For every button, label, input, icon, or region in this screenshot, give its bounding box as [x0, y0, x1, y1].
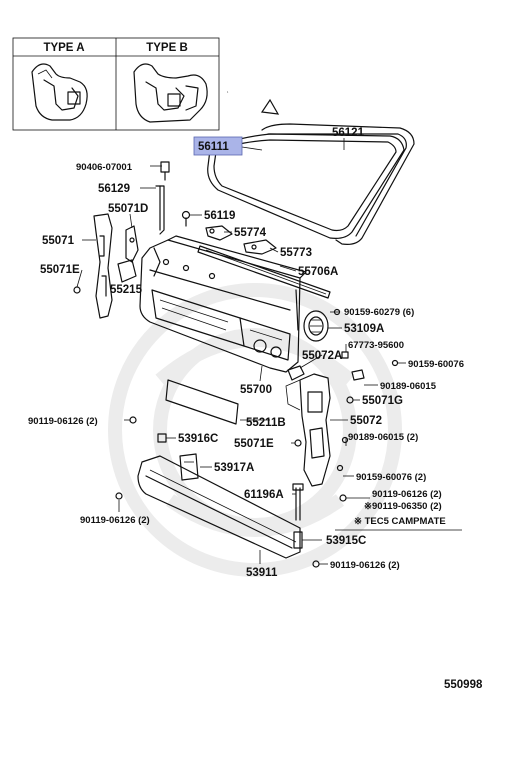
grille-53109A [303, 310, 329, 342]
label-56119: 56119 [204, 210, 235, 222]
bracket-53917A [179, 453, 199, 481]
plate-55211B [165, 379, 239, 425]
label-55211B: 55211B [246, 417, 286, 429]
label-90119-06350: ※90119-06350 (2) [364, 501, 442, 512]
label-53916C: 53916C [178, 433, 218, 445]
label-tec5-campmate: ※ TEC5 CAMPMATE [354, 516, 446, 527]
label-55071D: 55071D [108, 203, 148, 215]
leader-lines [76, 138, 462, 565]
bracket-55773 [243, 239, 277, 255]
trim-55072 [285, 373, 331, 487]
label-56129: 56129 [98, 183, 130, 195]
label-90119-06126-bottom: 90119-06126 (2) [330, 560, 400, 571]
clip-90406 [160, 161, 170, 181]
label-55071G: 55071G [362, 395, 403, 407]
bolt-90119-06126-left [129, 416, 137, 424]
label-90119-06126-bottom-left: 90119-06126 (2) [80, 515, 150, 526]
type-a-header: TYPE A [43, 42, 84, 54]
bumper-53911 [137, 455, 301, 559]
clip-90189-06015-2 [341, 436, 349, 444]
bracket-55774 [205, 225, 233, 241]
rod-61196A [292, 483, 304, 521]
label-90189-06015-2: 90189-06015 (2) [348, 432, 418, 443]
label-90119-06126-left: 90119-06126 (2) [28, 416, 98, 427]
seal-strip-55706A [197, 245, 331, 299]
rod-56129 [155, 185, 165, 235]
label-55071E-middle: 55071E [234, 438, 274, 450]
label-53915C: 53915C [326, 535, 366, 547]
label-67773-95600: 67773-95600 [348, 340, 404, 351]
label-55774: 55774 [234, 227, 267, 239]
label-90159-60076-2: 90159-60076 (2) [356, 472, 426, 483]
label-53109A: 53109A [344, 323, 384, 335]
label-61196A: 61196A [244, 489, 284, 501]
label-53911: 53911 [246, 567, 278, 579]
bolt-55071E-left [73, 286, 81, 294]
clip-56119 [181, 210, 191, 227]
label-55071: 55071 [42, 235, 75, 247]
label-55700: 55700 [240, 384, 272, 396]
label-56111: 56111 [198, 141, 229, 153]
label-90159-60279: 90159-60279 (6) [344, 307, 414, 318]
screw-90159-60076-2 [336, 464, 344, 472]
garnish-53915C [293, 531, 303, 549]
label-55773: 55773 [280, 247, 312, 259]
bolt-55071E-middle [294, 439, 302, 447]
label-56121: 56121 [332, 127, 365, 139]
back-door-panel [139, 235, 307, 373]
clip-67773 [341, 351, 349, 359]
part-labels: 56111 56121 90406-07001 56129 55071D 561… [28, 127, 483, 691]
type-inset: TYPE A TYPE B [12, 37, 220, 131]
label-55071E-left: 55071E [40, 264, 80, 276]
trim-55072A [287, 365, 305, 381]
windshield-glass [207, 123, 415, 245]
diagram-id: 550998 [444, 679, 483, 691]
label-90406-07001: 90406-07001 [76, 162, 133, 173]
type-a-seal-drawing [31, 63, 88, 121]
label-90159-60076: 90159-60076 [408, 359, 464, 370]
bracket-55071 [93, 213, 113, 319]
highlight-56111 [193, 136, 243, 156]
type-b-header: TYPE B [146, 42, 188, 54]
label-90119-06126-right: 90119-06126 (2) [372, 489, 442, 500]
label-55706A: 55706A [298, 266, 338, 278]
label-55215: 55215 [110, 284, 143, 296]
hinge-55071D [125, 225, 139, 263]
screw-90159-60076-right [391, 359, 399, 367]
bolt-90119-06126-bottom-left [115, 492, 123, 500]
type-b-seal-drawing [133, 63, 208, 123]
label-90189-06015: 90189-06015 [380, 381, 437, 392]
bracket-55215 [117, 259, 137, 283]
label-55072: 55072 [350, 415, 382, 427]
type-arrow [227, 89, 280, 115]
bolt-90119-06126-right [339, 494, 347, 502]
label-53917A: 53917A [214, 462, 254, 474]
label-55072A: 55072A [302, 350, 342, 362]
clip-90189-06015 [351, 369, 365, 381]
